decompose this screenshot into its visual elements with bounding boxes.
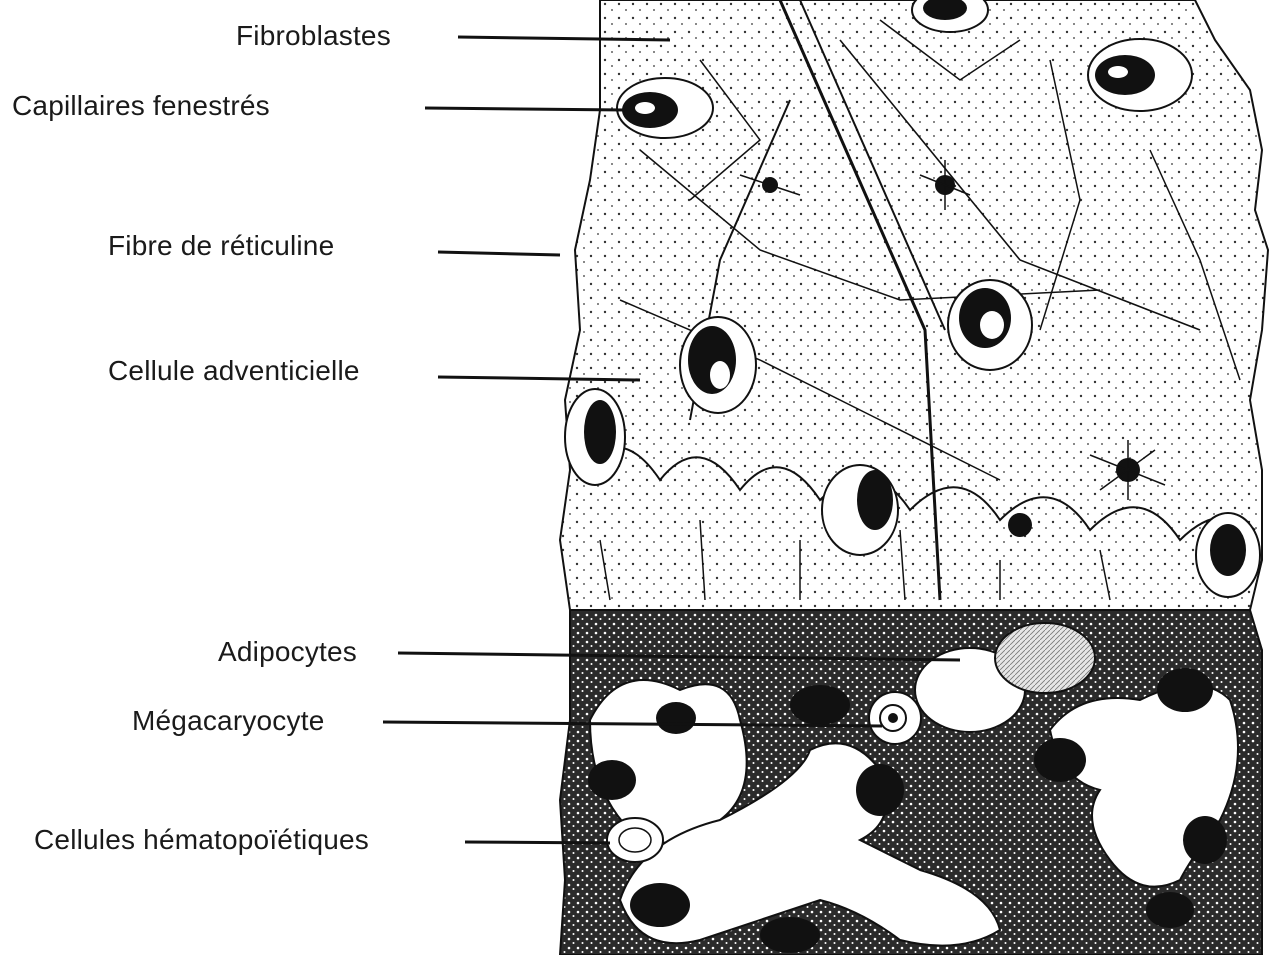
label-adipocytes: Adipocytes bbox=[218, 638, 357, 666]
fibroblast bbox=[1008, 513, 1032, 537]
leader-hematopoietiques bbox=[465, 842, 610, 843]
label-fibre-de-reticuline: Fibre de réticuline bbox=[108, 232, 334, 260]
leader-capillaires bbox=[425, 108, 625, 110]
label-megacaryocyte: Mégacaryocyte bbox=[132, 707, 324, 735]
label-cellule-adventicielle: Cellule adventicielle bbox=[108, 357, 360, 385]
megakaryocyte bbox=[869, 692, 921, 744]
leader-reticuline bbox=[438, 252, 560, 255]
adipocyte bbox=[995, 623, 1095, 693]
adventitial-cell bbox=[680, 317, 756, 413]
label-fibroblastes: Fibroblastes bbox=[236, 22, 391, 50]
label-capillaires-fenestres: Capillaires fenestrés bbox=[12, 92, 270, 120]
hematopoietic-cell bbox=[607, 818, 663, 862]
adventitial-cell bbox=[1196, 513, 1260, 597]
adventitial-cell bbox=[565, 389, 625, 485]
capillary-cell bbox=[1088, 39, 1192, 111]
adventitial-cell bbox=[948, 280, 1032, 370]
adventitial-cell bbox=[822, 465, 898, 555]
label-cellules-hematopoietiques: Cellules hématopoïétiques bbox=[34, 826, 369, 854]
fenestrated-capillary bbox=[617, 78, 713, 138]
hematopoietic-region bbox=[560, 610, 1262, 955]
